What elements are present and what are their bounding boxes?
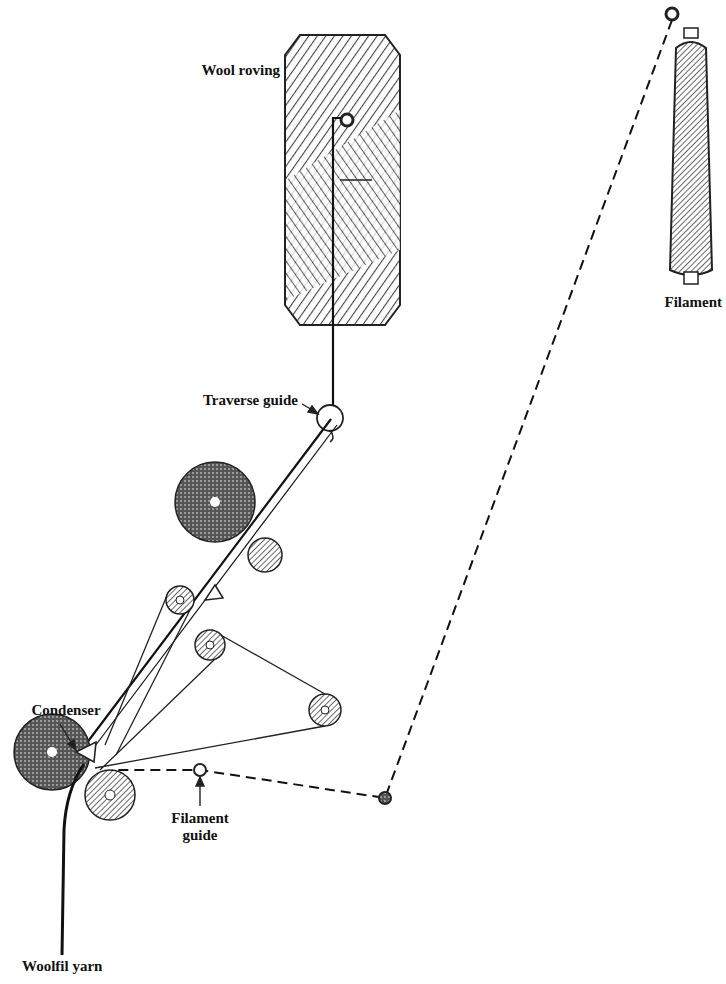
roving [333, 118, 341, 405]
roving-guide [341, 114, 353, 126]
filament-bobbin [666, 8, 712, 284]
part-label: Traverse guide [203, 392, 298, 409]
leader-line [60, 404, 318, 806]
condenser [76, 742, 96, 762]
part-label: Woolfil yarn [22, 958, 102, 975]
apron [95, 588, 325, 770]
filament-guide [194, 764, 206, 776]
roving-bobbin [285, 35, 400, 325]
roving-strand [80, 419, 331, 752]
traverse-guide [317, 405, 343, 431]
woolfil-yarn [62, 764, 84, 955]
back-roller [175, 462, 255, 542]
filament-path [112, 20, 672, 798]
part-label: Filament guide [165, 810, 235, 843]
part-label: Condenser [31, 702, 100, 719]
part-label: Filament [665, 294, 723, 311]
part-label: Wool roving [202, 62, 281, 79]
